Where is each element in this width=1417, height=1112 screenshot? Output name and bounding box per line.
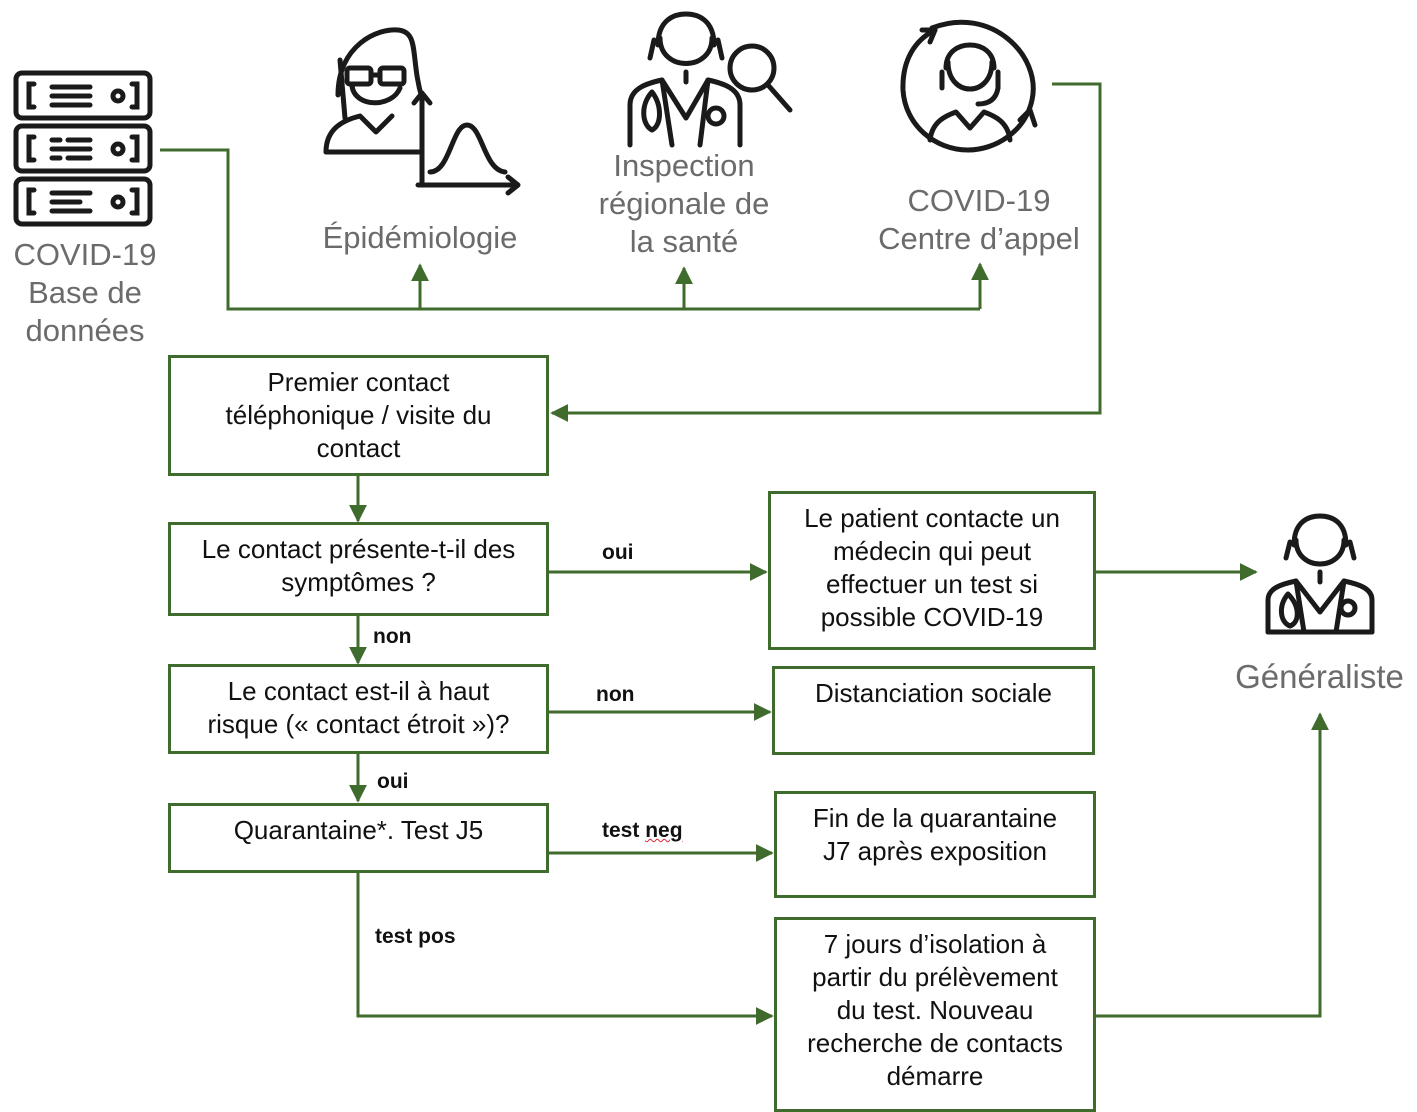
arrow-call-center-to-first-contact — [550, 82, 1102, 422]
social-distancing-text: Distanciation sociale — [814, 678, 1052, 708]
inspection-label: Inspection régionale de la santé — [598, 148, 770, 259]
edge-label-test-neg-word: neg — [645, 819, 683, 842]
call-center-agent-icon — [900, 19, 1038, 153]
connector-database-bus — [160, 148, 980, 311]
database-label: COVID-19 Base de données — [13, 237, 157, 348]
edge-label-risk-no: non — [596, 683, 635, 706]
server-database-icon — [13, 70, 153, 227]
patient-doctor-text: Le patient contacte un médecin qui peut … — [804, 503, 1060, 632]
call-center-label: COVID-19 Centre d’appel — [878, 183, 1080, 256]
quarantine-box: Quarantaine*. Test J5 — [168, 803, 549, 873]
social-distancing-box: Distanciation sociale — [772, 666, 1095, 755]
arrow-isolation-to-generalist — [1096, 712, 1329, 1018]
epidemiology-label: Épidémiologie — [322, 220, 518, 255]
end-quarantine-box: Fin de la quarantaine J7 après expositio… — [774, 791, 1096, 898]
generalist-label: Généraliste — [1235, 658, 1404, 695]
doctor-magnifier-icon — [627, 11, 793, 148]
edge-label-test-pos: test pos — [375, 925, 456, 948]
arrow-quarantine-to-isolation — [356, 872, 774, 1025]
end-quarantine-text: Fin de la quarantaine J7 après expositio… — [812, 803, 1058, 866]
high-risk-question-text: Le contact est-il à haut risque (« conta… — [207, 676, 510, 739]
edge-label-symptoms-no: non — [373, 625, 412, 648]
edge-label-symptoms-yes: oui — [602, 541, 634, 564]
quarantine-text: Quarantaine*. Test J5 — [233, 815, 484, 845]
epidemiologist-chart-icon — [323, 27, 521, 196]
isolation-box: 7 jours d’isolation à partir du prélèvem… — [774, 917, 1096, 1112]
symptoms-question-text: Le contact présente-t-il des symptômes ? — [201, 534, 516, 597]
isolation-text: 7 jours d’isolation à partir du prélèvem… — [807, 929, 1063, 1091]
first-contact-text: Premier contact téléphonique / visite du… — [225, 367, 492, 463]
symptoms-question-box: Le contact présente-t-il des symptômes ? — [168, 522, 549, 616]
patient-doctor-box: Le patient contacte un médecin qui peut … — [768, 491, 1096, 650]
edge-label-risk-yes: oui — [377, 770, 409, 793]
edge-label-test-neg: test neg — [602, 819, 683, 843]
high-risk-question-box: Le contact est-il à haut risque (« conta… — [168, 664, 549, 754]
first-contact-box: Premier contact téléphonique / visite du… — [168, 355, 549, 476]
doctor-stethoscope-icon — [1265, 513, 1375, 635]
edge-label-test-neg-prefix: test — [602, 819, 646, 842]
